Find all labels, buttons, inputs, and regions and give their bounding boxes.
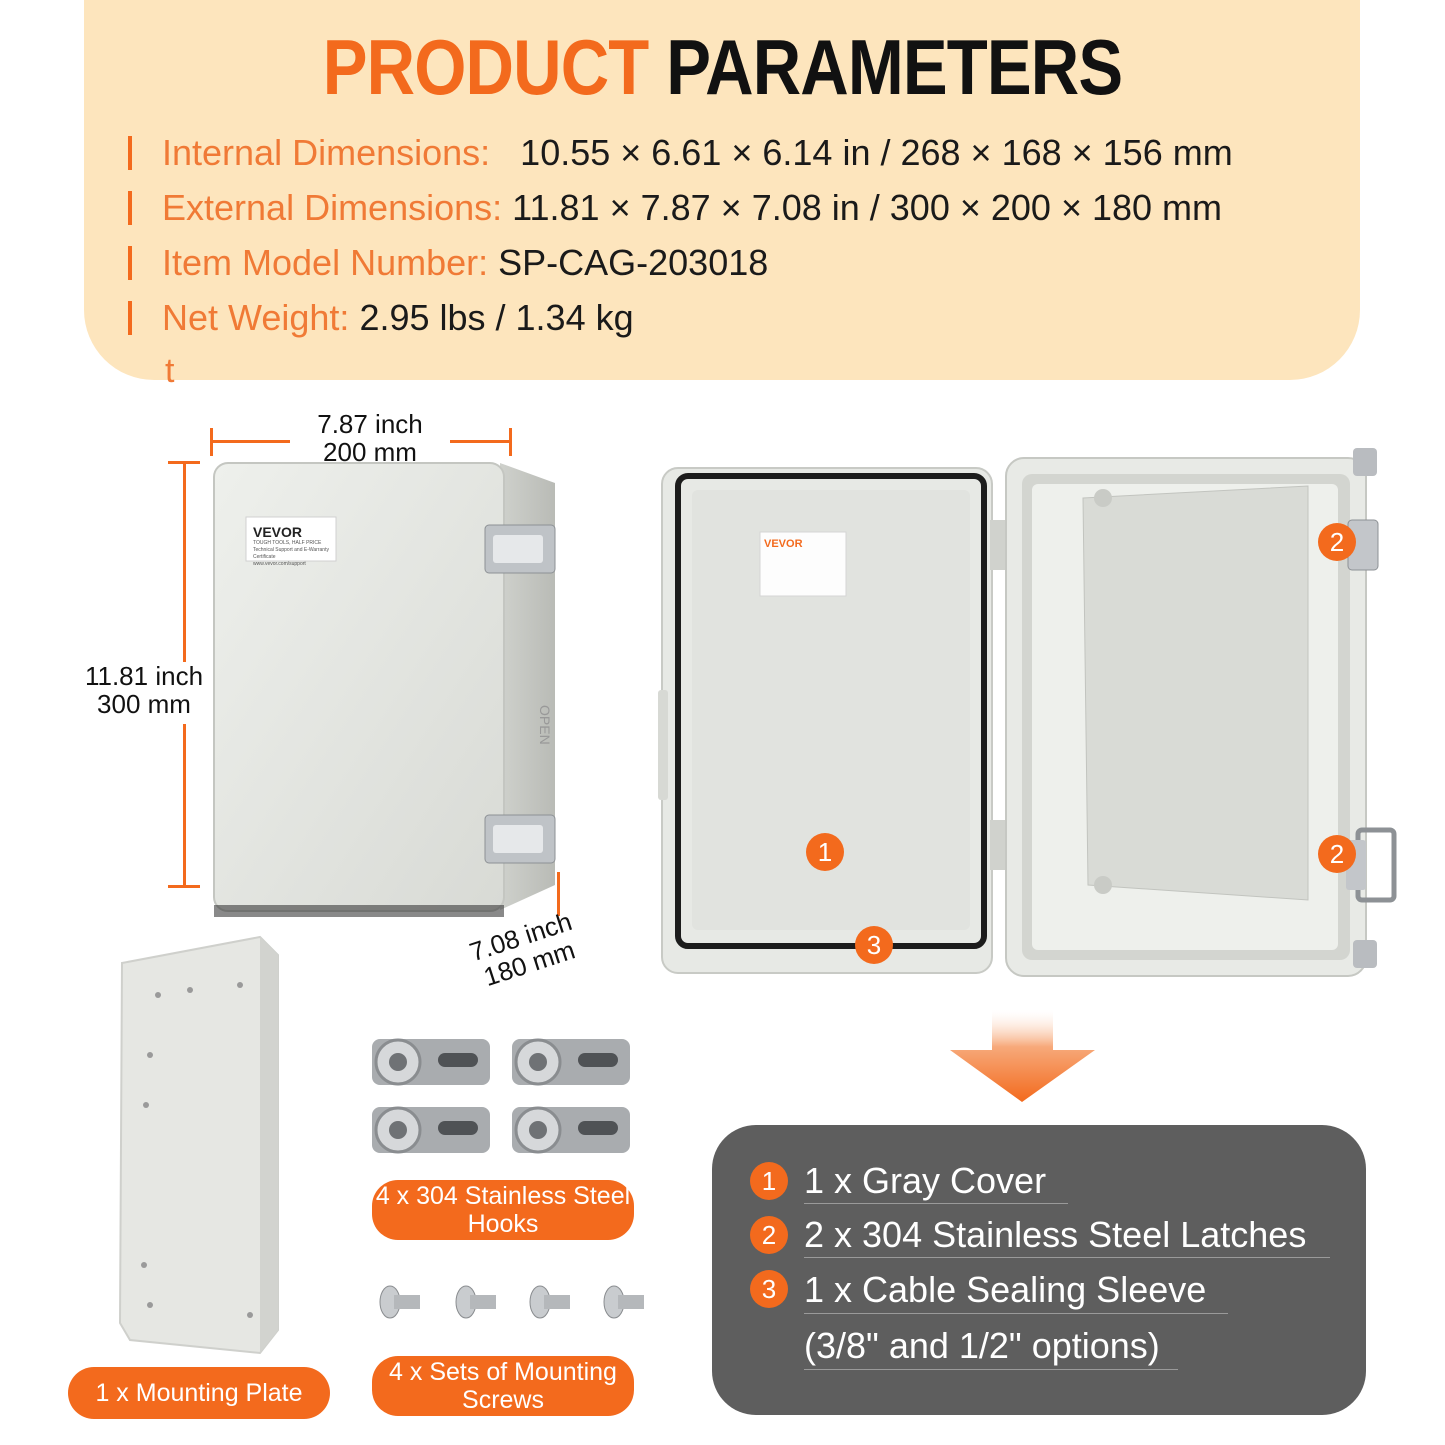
header-panel	[84, 0, 1360, 380]
package-contents-panel	[712, 1125, 1366, 1415]
contents-number-3: 3	[750, 1270, 788, 1308]
stray-character: t	[165, 352, 175, 390]
divider	[804, 1369, 1178, 1370]
height-tick-top	[168, 461, 200, 464]
height-dimension-label: 11.81 inch 300 mm	[72, 662, 216, 724]
divider	[804, 1313, 1228, 1314]
page-title: PRODUCT PARAMETERS	[101, 22, 1344, 113]
width-tick-left	[210, 428, 213, 456]
contents-item-gray-cover: 1 x Gray Cover	[804, 1160, 1047, 1201]
contents-item-sleeve-options: (3/8" and 1/2" options)	[804, 1325, 1160, 1366]
contents-item-latches: 2 x 304 Stainless Steel Latches	[804, 1214, 1307, 1255]
contents-item-sealing-sleeve: 1 x Cable Sealing Sleeve	[804, 1269, 1207, 1310]
hooks-label-pill: 4 x 304 Stainless Steel Hooks	[372, 1180, 634, 1240]
depth-tick	[557, 872, 560, 916]
mounting-screws-image	[379, 1285, 644, 1319]
marker-cover: 1	[806, 833, 844, 871]
title-main: PARAMETERS	[666, 23, 1123, 111]
bullet-bar	[128, 191, 132, 226]
screws-label-pill: 4 x Sets of Mounting Screws	[372, 1356, 634, 1416]
marker-latch-bottom: 2	[1318, 835, 1356, 873]
arrow-down-icon	[950, 1010, 1095, 1102]
param-external-dimensions: External Dimensions: 11.81 × 7.87 × 7.08…	[128, 187, 1222, 229]
height-tick-bottom	[168, 885, 200, 888]
contents-number-1: 1	[750, 1162, 788, 1200]
vevor-logo-inside: VEVOR	[764, 538, 803, 550]
label-fine-print: TOUGH TOOLS, HALF PRICE Technical Suppor…	[253, 540, 329, 567]
bullet-bar	[128, 136, 132, 171]
marker-latch-top: 2	[1318, 523, 1356, 561]
param-internal-dimensions: Internal Dimensions: 10.55 × 6.61 × 6.14…	[128, 132, 1233, 174]
mounting-plate-image	[118, 935, 279, 1355]
param-model-number: Item Model Number: SP-CAG-203018	[128, 242, 768, 284]
divider	[804, 1203, 1068, 1204]
open-enclosure-image	[658, 448, 1397, 977]
plate-label-pill: 1 x Mounting Plate	[68, 1367, 330, 1419]
closed-enclosure-image: OPEN	[213, 462, 556, 917]
bullet-bar	[128, 246, 132, 281]
title-highlight: PRODUCT	[322, 23, 650, 111]
vevor-logo: VEVOR	[253, 524, 303, 540]
marker-sleeve: 3	[855, 926, 893, 964]
bullet-bar	[128, 301, 132, 336]
stainless-hooks-image	[372, 1038, 630, 1154]
divider	[804, 1257, 1330, 1258]
width-tick-right	[509, 428, 512, 456]
width-dimension-label: 7.87 inch 200 mm	[290, 410, 450, 466]
contents-number-2: 2	[750, 1216, 788, 1254]
param-net-weight: Net Weight: 2.95 lbs / 1.34 kg	[128, 297, 634, 339]
open-marking: OPEN	[537, 705, 553, 745]
